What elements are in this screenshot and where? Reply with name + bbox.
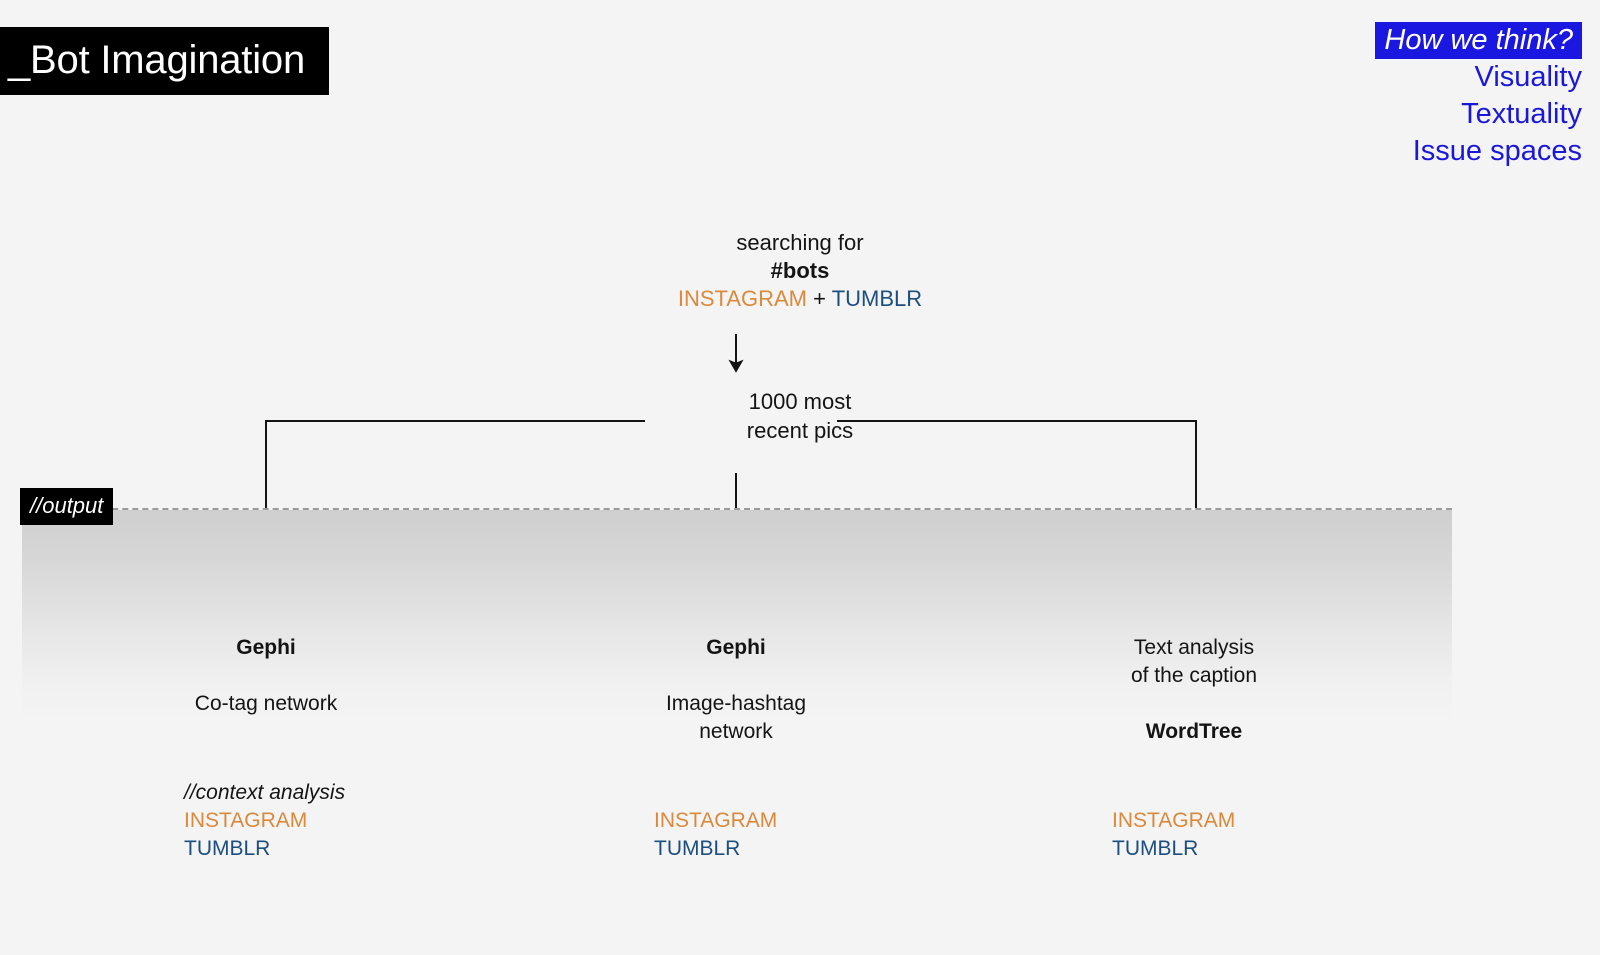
output-column-image-hashtag: Gephi Image-hashtag network INSTAGRAM TU…: [586, 606, 886, 863]
column-subtitle: Co-tag network: [194, 692, 338, 715]
nav-row-how-we-think: How we think?: [1375, 22, 1582, 59]
page-title: _Bot Imagination: [0, 27, 329, 95]
column-footer: INSTAGRAM TUMBLR: [1044, 807, 1344, 863]
mid-line-1: 1000 most: [748, 389, 852, 414]
output-column-wordtree: Text analysis of the caption WordTree IN…: [1044, 606, 1344, 863]
flow-node-search: searching for #bots INSTAGRAM + TUMBLR: [0, 229, 1600, 313]
search-line-1: searching for: [736, 230, 864, 255]
source-tumblr: TUMBLR: [1112, 837, 1199, 860]
column-note: //context analysis: [184, 781, 346, 804]
output-column-cotag: Gephi Co-tag network //context analysis …: [116, 606, 416, 863]
output-label: //output: [20, 488, 114, 525]
column-subtitle: Image-hashtag network: [665, 692, 807, 743]
search-hashtag: #bots: [770, 258, 830, 283]
flow-node-recent-pics: 1000 most recent pics: [0, 387, 1600, 445]
mid-line-2: recent pics: [746, 418, 854, 443]
source-instagram: INSTAGRAM: [184, 809, 308, 832]
column-heading: Text analysis of the caption WordTree: [1044, 606, 1344, 774]
column-heading: Gephi Co-tag network: [116, 606, 416, 746]
search-sources: INSTAGRAM + TUMBLR: [0, 285, 1600, 313]
nav-item-visuality[interactable]: Visuality: [1474, 61, 1582, 93]
column-footer: //context analysis INSTAGRAM TUMBLR: [116, 779, 416, 863]
source-separator: +: [807, 286, 832, 311]
nav-item-issue-spaces[interactable]: Issue spaces: [1412, 135, 1582, 167]
column-title-bold: Gephi: [236, 636, 296, 659]
column-subtitle: Text analysis of the caption: [1130, 636, 1258, 687]
source-instagram: INSTAGRAM: [654, 809, 778, 832]
source-tumblr: TUMBLR: [184, 837, 271, 860]
nav-item-textuality[interactable]: Textuality: [1461, 98, 1582, 130]
column-heading: Gephi Image-hashtag network: [586, 606, 886, 774]
source-instagram: INSTAGRAM: [1112, 809, 1236, 832]
column-footer: INSTAGRAM TUMBLR: [586, 807, 886, 863]
section-nav: How we think? Visuality Textuality Issue…: [1375, 22, 1582, 170]
output-band: [22, 508, 1452, 725]
source-tumblr: TUMBLR: [831, 286, 923, 311]
source-instagram: INSTAGRAM: [677, 286, 807, 311]
column-title-bold: Gephi: [706, 636, 766, 659]
nav-item-how-we-think[interactable]: How we think?: [1375, 22, 1582, 59]
column-title-bold: WordTree: [1145, 720, 1243, 743]
source-tumblr: TUMBLR: [654, 837, 741, 860]
